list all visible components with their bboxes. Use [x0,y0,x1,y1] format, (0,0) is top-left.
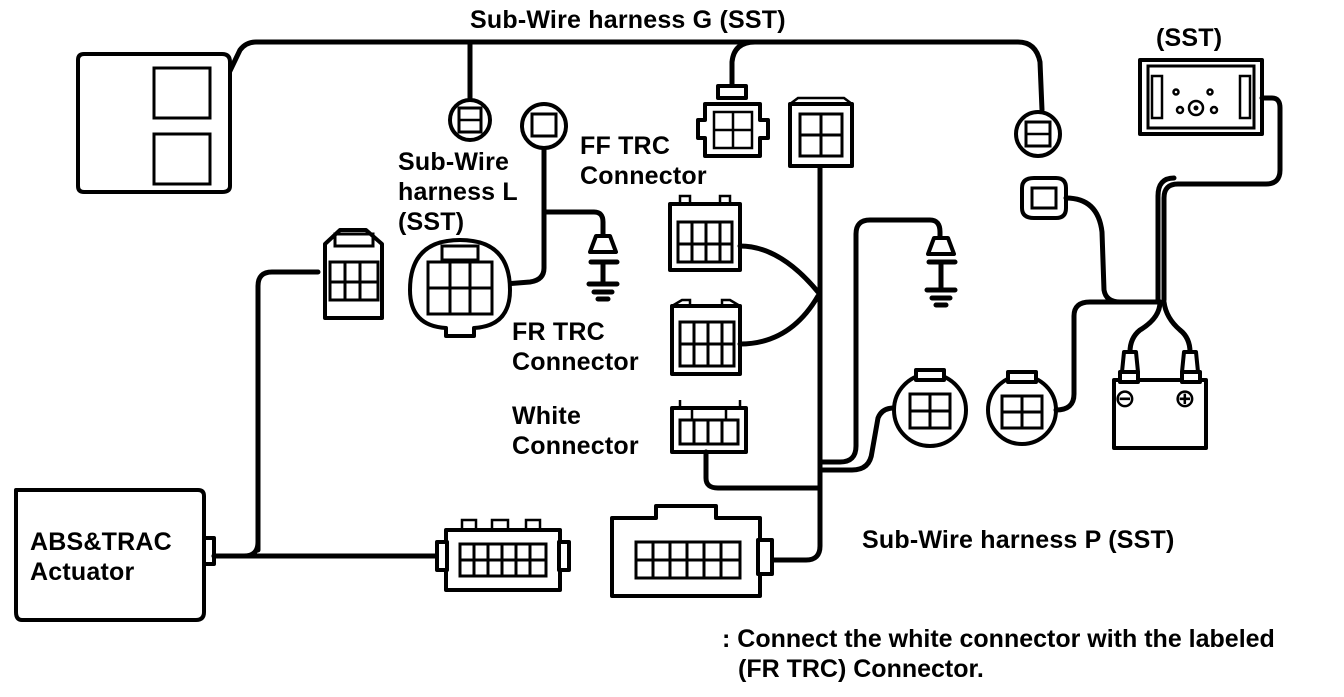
sub-wire-l-label-3: (SST) [398,208,465,236]
sst-tester-box-left [76,52,232,194]
sst-top-label: (SST) [1156,24,1223,52]
actuator-label-1: ABS&TRAC [30,528,172,556]
sub-wire-harness-p-label: Sub-Wire harness P (SST) [862,526,1175,554]
sst-tester-box-right [1138,58,1283,303]
white-connector-label-1: White [512,402,582,430]
center-top-connector [788,96,854,168]
bottom-connector-b [610,504,774,598]
center-trunk [769,165,943,563]
small-right-connector [1020,176,1123,305]
battery-plus-icon: ⊕ [1174,383,1196,413]
sub-wire-l-large-connector [408,238,512,338]
fr-trc-label-1: FR TRC [512,318,605,346]
sub-wire-l-top-connector [502,102,568,287]
note-line-2: (FR TRC) Connector. [738,655,984,683]
left-connector [255,228,384,553]
fr-trc-connector [670,293,821,376]
g-round-connector-right [1014,110,1062,158]
actuator-label-2: Actuator [30,558,135,586]
ff-trc-connector [668,194,821,295]
sub-wire-harness-g-label: Sub-Wire harness G (SST) [470,6,786,34]
abs-trac-actuator-box [14,488,445,622]
ff-trc-label-1: FF TRC [580,132,671,160]
g-round-connector-left [448,98,492,142]
sub-wire-harness-g [225,39,1045,113]
sub-wire-l-label-2: harness L [398,178,518,206]
battery-minus-icon: ⊖ [1114,383,1136,413]
right-round-connector-b [986,299,1163,446]
ground-symbol-right [924,236,958,308]
battery [1112,299,1208,450]
right-round-connector-a [892,368,968,448]
ff-trc-label-2: Connector [580,162,707,190]
white-connector-label-2: Connector [512,432,639,460]
bottom-connector-a [435,518,571,592]
note-line-1: : Connect the white connector with the l… [722,625,1275,653]
g-square-connector [696,84,770,158]
ground-symbol-middle [541,209,620,302]
fr-trc-label-2: Connector [512,348,639,376]
sub-wire-l-label-1: Sub-Wire [398,148,510,176]
white-connector [670,400,823,491]
